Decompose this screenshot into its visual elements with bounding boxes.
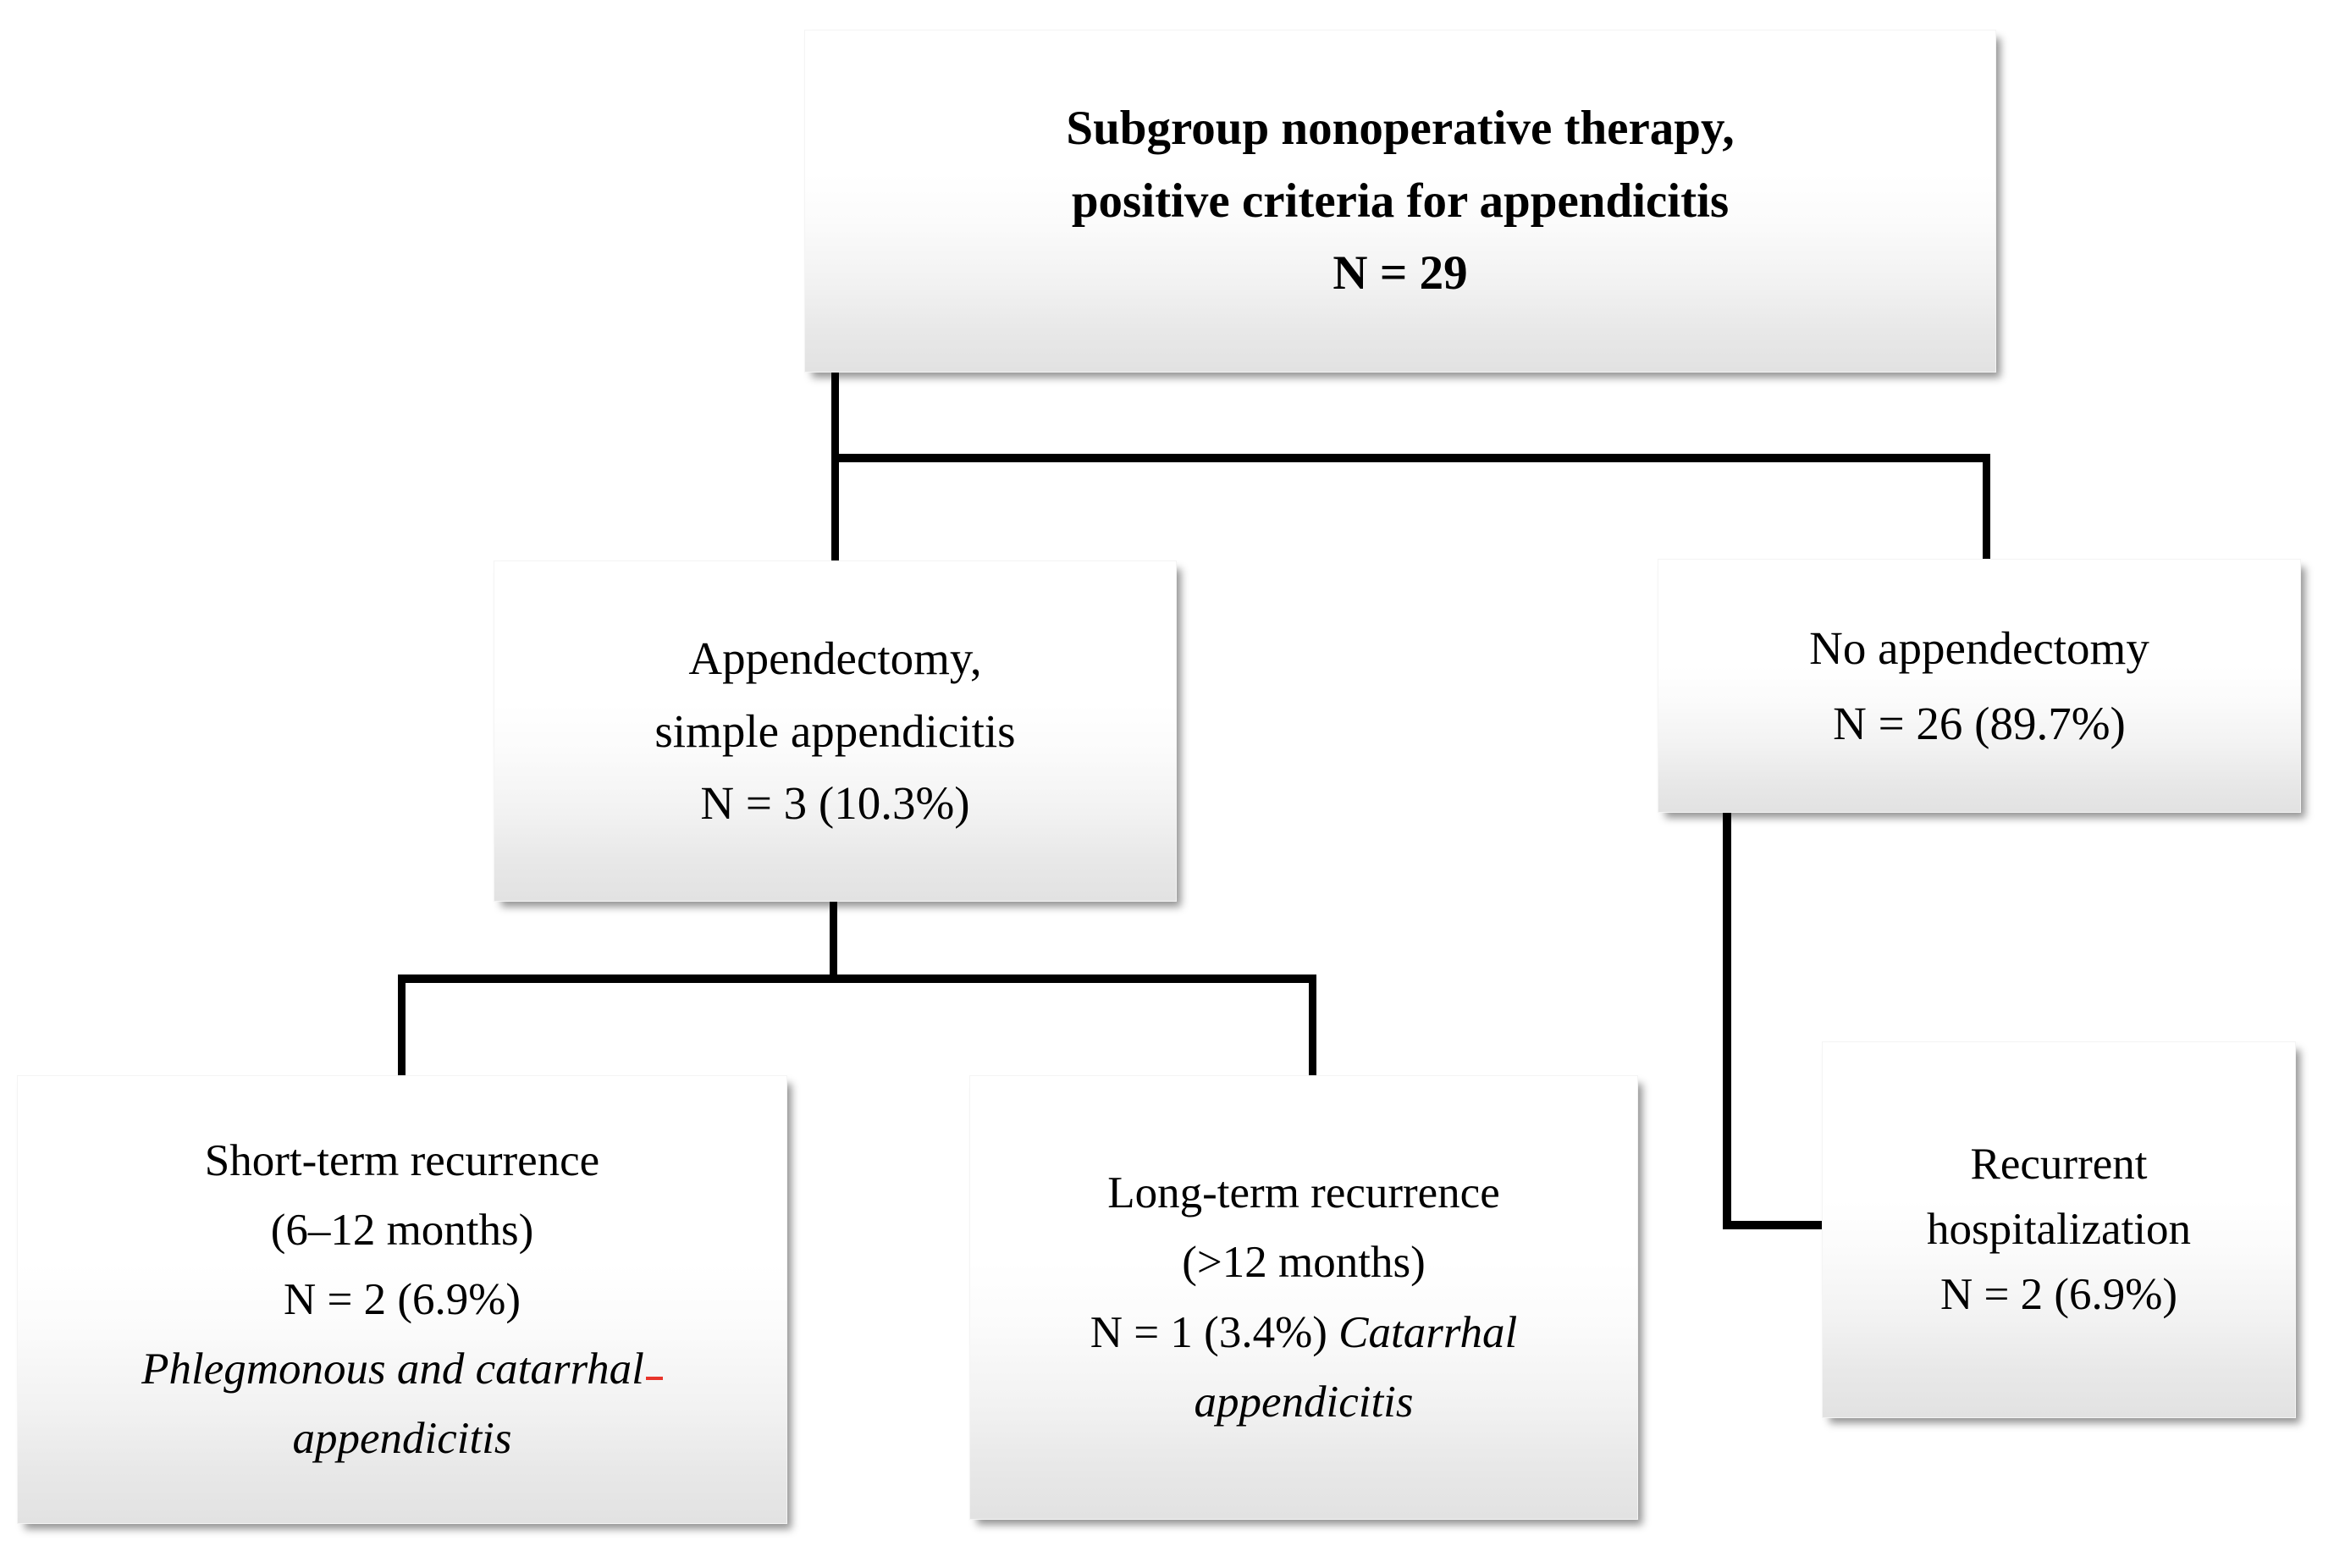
node-long-term-histology-word: Catarrhal: [1338, 1307, 1518, 1357]
node-long-term-interval: (>12 months): [1182, 1238, 1426, 1288]
node-long-term-count: N = 1 (3.4%): [1090, 1307, 1327, 1357]
node-short-term-histology-line2: appendicitis: [292, 1414, 512, 1464]
connector-level2-split-bar: [398, 974, 1316, 983]
node-long-term-recurrence: Long-term recurrence (>12 months) N = 1 …: [969, 1075, 1638, 1520]
connector-to-long-term: [1309, 974, 1316, 1079]
node-recurrent-hosp-line1: Recurrent: [1970, 1140, 2148, 1190]
node-short-term-histology-text: Phlegmonous and catarrhal: [141, 1344, 644, 1394]
node-root-count: N = 29: [1333, 246, 1468, 301]
connector-to-appendectomy: [831, 454, 839, 564]
node-recurrent-hosp-count: N = 2 (6.9%): [1939, 1269, 2178, 1319]
node-appendectomy-line1: Appendectomy,: [688, 632, 982, 684]
connector-elbow-vertical: [1723, 813, 1731, 1229]
connector-root-stem: [831, 373, 839, 461]
node-root-subgroup-nonoperative-therapy: Subgroup nonoperative therapy, positive …: [804, 30, 1996, 373]
node-long-term-histology-line2: appendicitis: [1194, 1377, 1414, 1427]
node-no-appendectomy-line1: No appendectomy: [1809, 621, 2149, 674]
node-short-term-count: N = 2 (6.9%): [283, 1274, 521, 1324]
connector-elbow-horizontal: [1723, 1221, 1826, 1229]
node-no-appendectomy-count: N = 26 (89.7%): [1833, 698, 2126, 749]
connector-appendectomy-stem: [830, 902, 837, 982]
connector-to-short-term: [398, 974, 406, 1079]
node-short-term-histology-line1: Phlegmonous and catarrhal: [18, 1334, 786, 1404]
node-appendectomy-count: N = 3 (10.3%): [700, 777, 970, 830]
connector-level1-split-bar: [831, 454, 1990, 462]
node-recurrent-hosp-line2: hospitalization: [1926, 1205, 2192, 1255]
node-long-term-count-line: N = 1 (3.4%) Catarrhal: [970, 1298, 1637, 1367]
node-appendectomy-simple-appendicitis: Appendectomy, simple appendicitis N = 3 …: [494, 560, 1177, 902]
node-root-line2: positive criteria for appendicitis: [1071, 174, 1730, 228]
node-no-appendectomy: No appendectomy N = 26 (89.7%): [1658, 559, 2301, 813]
connector-to-no-appendectomy: [1983, 454, 1990, 562]
node-recurrent-hospitalization: Recurrent hospitalization N = 2 (6.9%): [1822, 1041, 2296, 1418]
node-root-line1: Subgroup nonoperative therapy,: [1066, 102, 1735, 156]
node-short-term-recurrence: Short-term recurrence (6–12 months) N = …: [17, 1075, 787, 1524]
node-long-term-line1: Long-term recurrence: [1107, 1168, 1500, 1218]
node-short-term-interval: (6–12 months): [270, 1205, 534, 1255]
node-short-term-line1: Short-term recurrence: [204, 1135, 600, 1185]
spellcheck-underline-mark: [645, 1377, 663, 1381]
node-appendectomy-line2: simple appendicitis: [654, 704, 1016, 757]
